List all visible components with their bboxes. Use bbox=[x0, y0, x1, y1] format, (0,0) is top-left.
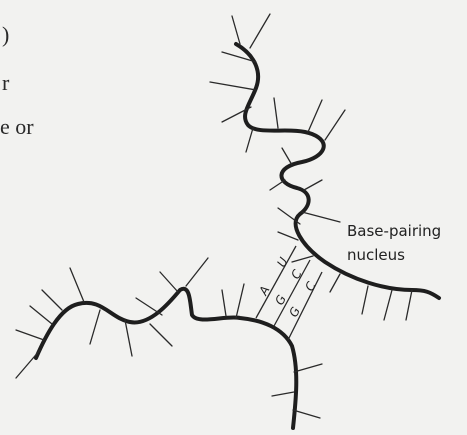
upper-rna-strand bbox=[236, 44, 439, 298]
lower-rna-strand bbox=[36, 289, 296, 428]
base-pair-1-right: U bbox=[274, 255, 291, 270]
base-pair-3-right: C bbox=[302, 279, 319, 294]
base-pair-3-left: G bbox=[286, 305, 303, 320]
label-line-2: nucleus bbox=[347, 246, 405, 264]
label-line-1: Base-pairing bbox=[347, 222, 441, 240]
upper-strand-bases bbox=[210, 14, 412, 320]
base-pair-2-left: G bbox=[272, 293, 289, 308]
base-pair-2-right: C bbox=[288, 267, 305, 282]
base-pair-1-left: A bbox=[256, 284, 273, 299]
